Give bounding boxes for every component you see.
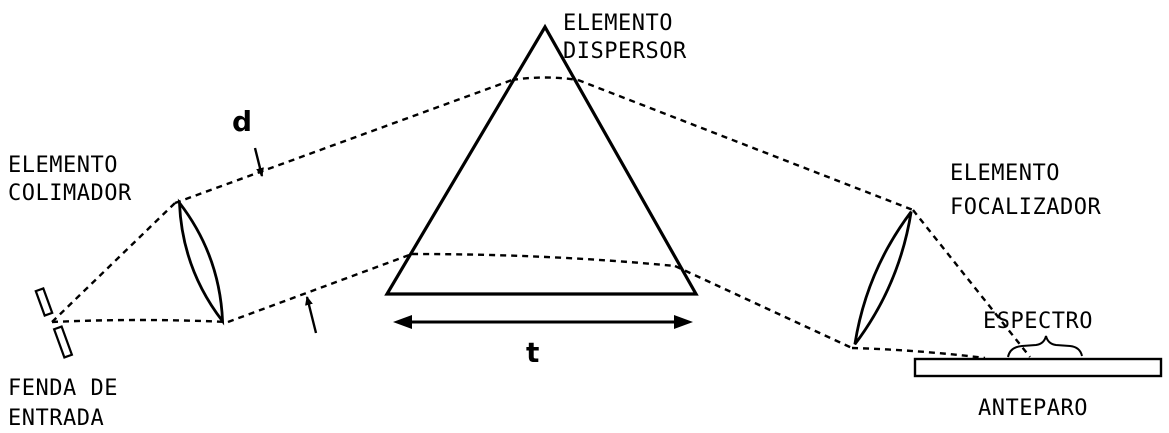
ray-focalizer-to-screen-bottom [851,346,986,360]
label-beam-width: d [232,105,252,138]
ray-inside-prism-bottom [411,252,676,268]
focalizer-lens [853,210,913,346]
ray-prism-to-focalizer-bottom [674,264,853,350]
label-colimador-line1: ELEMENTO [8,153,118,178]
slit-upper-jaw [34,287,54,317]
dispersing-prism [384,23,699,296]
label-prism-base: t [526,336,539,369]
ray-slit-to-collimator-bottom [51,318,229,324]
label-anteparo: ANTEPARO [978,396,1088,421]
ray-prism-to-focalizer-top [577,78,914,212]
slit-lower-jaw [52,325,74,359]
ray-focalizer-to-screen-top [912,209,1031,358]
ray-slit-to-collimator-top [51,202,176,323]
ray-collimator-to-prism-top [174,78,513,205]
spectrum-brace [1007,335,1083,358]
label-dispersor-line1: ELEMENTO [563,11,673,36]
label-fenda-line1: FENDA DE [8,376,118,401]
light-rays [51,76,1031,360]
beam-width-arrow-bottom [305,296,318,334]
ray-inside-prism-top [511,76,579,82]
screen-plate [913,357,1163,378]
entrance-slit [34,287,74,359]
dimension-arrowhead-right [674,315,693,329]
prism-base-dimension [393,315,693,329]
label-fenda-line2: ENTRADA [8,406,104,431]
collimator-lens [177,198,225,326]
label-focalizador-line2: FOCALIZADOR [950,195,1101,220]
label-colimador-line2: COLIMADOR [8,181,132,206]
label-espectro: ESPECTRO [983,309,1093,334]
label-dispersor-line2: DISPERSOR [563,39,687,64]
ray-collimator-to-prism-bottom [227,252,413,324]
beam-width-arrow-top [253,147,264,177]
label-focalizador-line1: ELEMENTO [950,161,1060,186]
dimension-arrowhead-left [393,315,412,329]
